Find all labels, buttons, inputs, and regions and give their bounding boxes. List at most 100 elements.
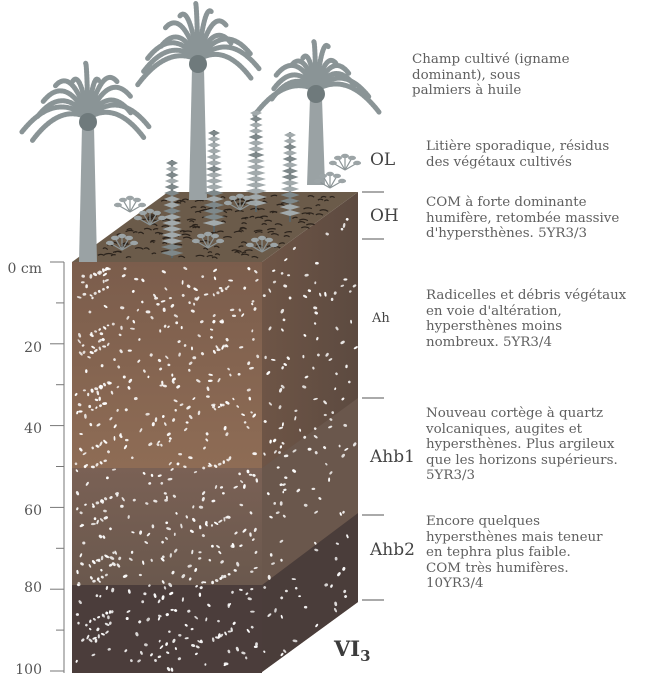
tephra-grain xyxy=(188,456,193,460)
oil-palm-left xyxy=(19,60,152,262)
tephra-grain xyxy=(166,432,171,437)
litter-mark xyxy=(126,228,133,231)
tephra-grain xyxy=(232,621,236,625)
tephra-grain xyxy=(93,517,97,521)
tephra-grain xyxy=(94,387,99,391)
tephra-grain xyxy=(247,597,252,601)
litter-mark xyxy=(315,204,321,207)
tephra-grain xyxy=(246,388,251,392)
tephra-grain xyxy=(249,366,254,370)
tephra-grain xyxy=(74,392,78,397)
tephra-grain xyxy=(161,580,165,584)
tephra-grain xyxy=(78,600,82,605)
tephra-grain xyxy=(208,558,212,562)
tephra-grain xyxy=(170,468,174,471)
tephra-grain xyxy=(255,642,258,647)
tephra-grain xyxy=(219,633,224,638)
litter-mark xyxy=(238,229,244,232)
tephra-grain xyxy=(216,545,220,549)
tephra-grain xyxy=(176,385,181,389)
tephra-grain xyxy=(319,292,322,297)
tephra-grain xyxy=(188,301,191,305)
tephra-grain xyxy=(103,304,108,309)
tephra-grain xyxy=(206,395,210,398)
tephra-grain xyxy=(238,472,241,476)
tick-label-80: 80 xyxy=(24,580,42,596)
tephra-grain xyxy=(185,515,188,519)
tephra-grain xyxy=(280,308,285,314)
tephra-grain xyxy=(217,406,221,408)
tephra-grain xyxy=(272,438,277,443)
litter-mark xyxy=(207,251,213,254)
litter-mark xyxy=(191,223,199,227)
litter-mark xyxy=(238,245,244,248)
tephra-grain xyxy=(279,483,283,487)
tephra-grain xyxy=(226,515,231,519)
tephra-grain xyxy=(101,338,105,342)
tephra-grain xyxy=(176,462,180,466)
tephra-grain xyxy=(282,318,286,322)
litter-mark xyxy=(178,255,186,259)
tephra-grain xyxy=(189,529,194,533)
horizon-code-ol: OL xyxy=(370,150,396,170)
tephra-grain xyxy=(231,590,234,594)
tephra-grain xyxy=(142,560,145,565)
tephra-grain xyxy=(220,560,224,564)
litter-mark xyxy=(152,228,159,231)
tephra-grain xyxy=(214,579,219,582)
tephra-grain xyxy=(150,316,154,320)
tephra-grain xyxy=(282,490,285,494)
litter-mark xyxy=(249,215,255,219)
tephra-grain xyxy=(108,610,112,614)
tephra-grain xyxy=(268,326,272,331)
tephra-grain xyxy=(161,595,165,600)
tephra-grain xyxy=(273,502,277,505)
tephra-grain xyxy=(142,472,146,475)
tephra-grain xyxy=(218,286,223,290)
tephra-grain xyxy=(81,344,85,347)
tephra-grain xyxy=(87,356,91,359)
tephra-grain xyxy=(188,414,193,420)
tephra-grain xyxy=(239,544,243,547)
tephra-grain xyxy=(330,584,333,588)
tephra-grain xyxy=(78,333,82,338)
litter-mark xyxy=(284,231,293,234)
tephra-grain xyxy=(96,423,101,427)
tephra-grain xyxy=(130,550,134,554)
tephra-grain xyxy=(203,446,206,450)
tephra-grain xyxy=(177,340,181,344)
tephra-grain xyxy=(119,433,122,436)
tephra-grain xyxy=(125,617,129,620)
tephra-grain xyxy=(174,647,177,651)
tephra-grain xyxy=(276,466,280,469)
tephra-grain xyxy=(104,554,109,558)
tephra-grain xyxy=(281,328,284,332)
tephra-grain xyxy=(102,279,105,284)
tephra-grain xyxy=(269,439,272,444)
tephra-grain xyxy=(115,492,119,496)
horizon-boundary-marks xyxy=(362,191,384,601)
tephra-grain xyxy=(75,659,78,663)
tephra-grain xyxy=(247,267,251,271)
tephra-grain xyxy=(90,388,94,393)
tephra-grain xyxy=(102,272,107,277)
tephra-grain xyxy=(121,274,126,278)
tephra-grain xyxy=(105,476,109,480)
litter-mark xyxy=(253,229,263,233)
tephra-grain xyxy=(89,274,93,279)
herb-7 xyxy=(313,171,347,189)
tephra-grain xyxy=(188,361,193,365)
litter-mark xyxy=(179,230,187,233)
tephra-grain xyxy=(280,272,284,275)
tephra-grain xyxy=(145,310,151,314)
tephra-grain xyxy=(104,622,110,626)
tephra-grain xyxy=(159,329,162,333)
yam-plant-2 xyxy=(202,130,226,232)
tephra-grain xyxy=(82,292,87,296)
tephra-grain xyxy=(156,302,160,306)
tephra-grain xyxy=(148,442,153,447)
tephra-grain xyxy=(120,325,123,330)
tephra-grain xyxy=(133,397,138,401)
tephra-grain xyxy=(100,632,105,636)
